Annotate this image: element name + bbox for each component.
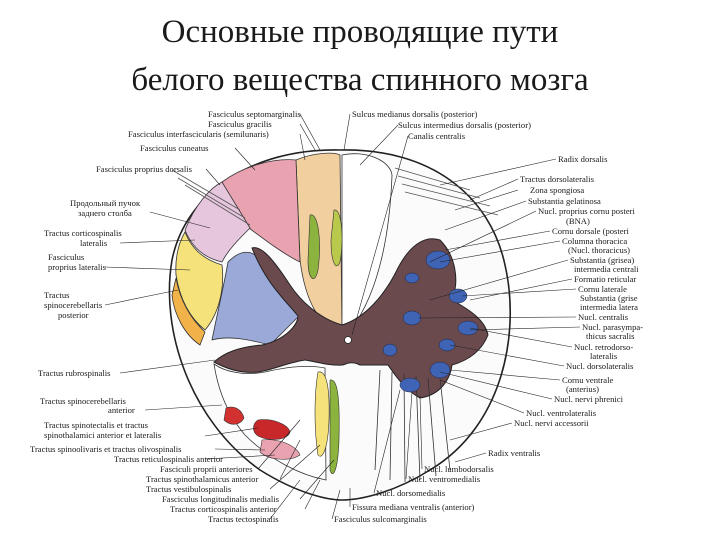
nucl-dorsomedialis	[382, 343, 398, 357]
label-left-4: lateralis	[80, 238, 108, 248]
label-interfascicularis: Fasciculus interfascicularis (semilunari…	[128, 129, 269, 139]
label-right-17: thicus sacralis	[586, 331, 635, 341]
label-left-16: Tractus reticulospinalis anterior	[114, 454, 223, 464]
tractus-corticospinalis-lateralis	[184, 181, 251, 263]
nucl-retrodorsolateralis	[457, 320, 479, 336]
label-right-4: Nucl. proprius cornu posteri	[538, 206, 636, 216]
label-left-8: spinocerebellaris	[44, 300, 103, 310]
label-right-10: intermedia centrali	[574, 264, 639, 274]
columna-thoracica	[425, 250, 451, 270]
label-bottom-7: Fissura mediana ventralis (anterior)	[352, 502, 475, 512]
label-right-21: Cornu ventrale	[562, 375, 613, 385]
label-left-7: Tractus	[44, 290, 70, 300]
label-left-6: proprius lateralis	[48, 262, 107, 272]
nucl-proprius	[404, 272, 420, 284]
label-right-8: (Nucl. thoracicus)	[568, 245, 630, 255]
tractus-spinocerebellaris-posterior	[171, 277, 206, 346]
label-right-19: lateralis	[590, 351, 618, 361]
label-right-18: Nucl. retrodorso-	[574, 342, 633, 352]
label-left-10: Tractus rubrospinalis	[38, 368, 111, 378]
label-bottom-9: Nucl. ventromedialis	[408, 474, 481, 484]
label-bottom-2: Tractus vestibulospinalis	[146, 484, 232, 494]
label-left-5: Fasciculus	[48, 252, 85, 262]
label-right-24: Nucl. ventrolateralis	[526, 408, 597, 418]
label-right-12: Cornu laterale	[578, 284, 627, 294]
label-right-5: (BNA)	[566, 216, 590, 226]
label-left-9: posterior	[58, 310, 89, 320]
label-right-15: Nucl. centralis	[578, 312, 629, 322]
label-right-6: Cornu dorsale (posteri	[552, 226, 629, 236]
cornu-laterale-nucleus	[448, 288, 468, 304]
title-line-2: белого вещества спинного мозга	[131, 62, 589, 98]
nucl-dorsolateralis	[438, 338, 456, 352]
label-gracilis: Fasciculus gracilis	[208, 119, 272, 129]
fasciculus-interfascicularis	[307, 214, 320, 280]
label-bottom-6: Fasciculus sulcomarginalis	[334, 514, 427, 524]
label-right-2: Zona spongiosa	[530, 185, 584, 195]
fasciculus-longitudinalis-medialis	[329, 379, 340, 475]
leader-lines	[104, 113, 581, 520]
label-left-12: anterior	[108, 405, 135, 415]
label-right-3: Substantia gelatinosa	[528, 196, 601, 206]
label-left-11: Tractus spinocerebellaris	[40, 396, 126, 406]
label-left-1: Продольный пучок	[70, 198, 141, 208]
radix-dorsalis-fibers	[171, 167, 499, 226]
central-canal	[344, 336, 352, 344]
label-right-7: Columna thoracica	[562, 236, 627, 246]
label-bottom-8: Nucl. dorsomedialis	[376, 488, 446, 498]
fasciculus-proprius-lateralis	[175, 231, 224, 331]
nucl-ventrolateralis	[429, 361, 451, 379]
label-left-0: Fasciculus proprius dorsalis	[96, 164, 193, 174]
label-bottom-0: Fasciculi proprii anteriores	[160, 464, 253, 474]
tractus-spinothalamicus	[253, 419, 291, 440]
label-left-14: spinothalamici anterior et lateralis	[44, 430, 162, 440]
label-left-3: Tractus corticospinalis	[44, 228, 122, 238]
nucl-ventromedialis	[399, 377, 421, 393]
label-bottom-10: Nucl. lumbodorsalis	[424, 464, 494, 474]
label-right-20: Nucl. dorsolateralis	[566, 361, 634, 371]
label-left-13: Tractus spinotectalis et tractus	[44, 420, 149, 430]
label-bottom-4: Tractus corticospinalis anterior	[170, 504, 277, 514]
label-septomarginalis: Fasciculus septomarginalis	[208, 109, 301, 119]
tractus-vestibulospinalis	[314, 371, 330, 457]
label-right-16: Nucl. parasympa-	[582, 322, 643, 332]
label-left-2: заднего столба	[78, 208, 132, 218]
label-right-25: Nucl. nervi accessorii	[514, 418, 589, 428]
dorsal-green-right	[330, 209, 343, 267]
label-bottom-5: Tractus tectospinalis	[208, 514, 279, 524]
label-bottom-1: Tractus spinothalamicus anterior	[146, 474, 258, 484]
label-bottom-3: Fasciculus longitudinalis medialis	[162, 494, 280, 504]
nuclei-group	[382, 250, 479, 393]
fasciculus-cuneatus-area	[221, 159, 301, 263]
label-right-14: intermedia latera	[580, 302, 638, 312]
label-right-1: Tractus dorsolateralis	[520, 174, 595, 184]
label-right-26: Radix ventralis	[488, 448, 541, 458]
label-sulcus-intermedius: Sulcus intermedius dorsalis (posterior)	[398, 120, 531, 130]
label-right-0: Radix dorsalis	[558, 154, 608, 164]
label-right-9: Substantia (grisea)	[570, 255, 634, 265]
tractus-spinotectalis	[223, 406, 245, 425]
label-right-13: Substantia (grise	[580, 293, 638, 303]
dorsal-column-right	[341, 153, 393, 331]
slide-title: Основные проводящие пути белого вещества…	[0, 8, 720, 104]
label-canalis-centralis: Canalis centralis	[408, 131, 466, 141]
label-left-15: Tractus spinoolivaris et tractus olivosp…	[30, 444, 182, 454]
label-cuneatus: Fasciculus cuneatus	[140, 143, 209, 153]
label-right-11: Formatio reticular	[574, 274, 636, 284]
label-right-22: (anterius)	[566, 384, 599, 394]
label-sulcus-medianus: Sulcus medianus dorsalis (posterior)	[352, 109, 477, 119]
label-right-23: Nucl. nervi phrenici	[554, 394, 624, 404]
title-line-1: Основные проводящие пути	[161, 14, 559, 50]
